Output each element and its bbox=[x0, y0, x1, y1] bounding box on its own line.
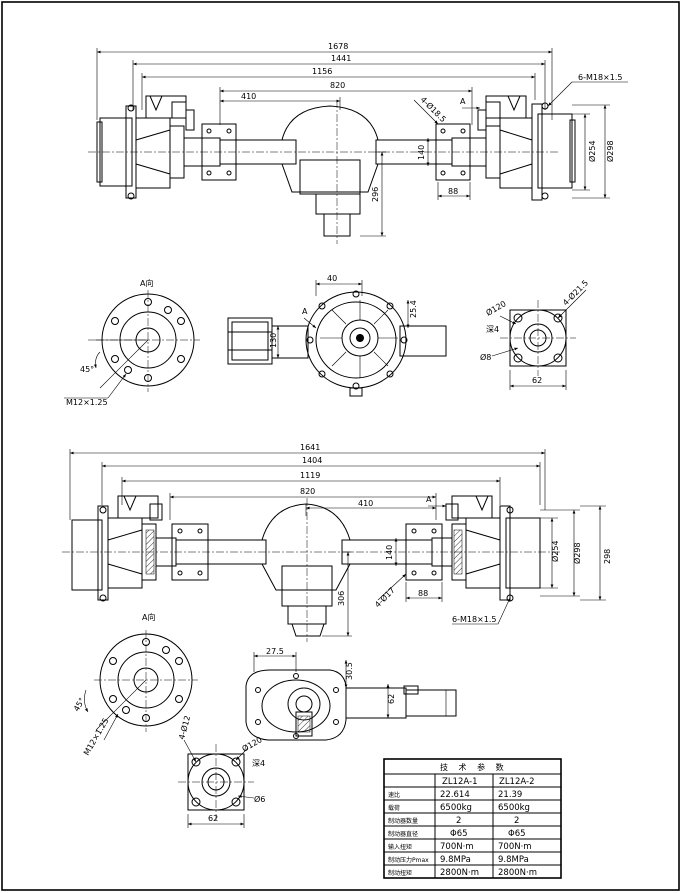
middle-view-arrow: A bbox=[302, 307, 308, 316]
dim-housing: 820 bbox=[330, 81, 345, 90]
dim-spring: 1156 bbox=[312, 67, 332, 76]
dim-flange-bolts: 6-M18×1.5 bbox=[578, 73, 622, 82]
spec-title: 技 术 参 数 bbox=[440, 762, 508, 772]
middle-small-label: 深4 bbox=[486, 325, 499, 334]
spec-table: 技 术 参 数 ZL12A-1 ZL12A-2 速比 22.614 21.39 … bbox=[383, 758, 562, 879]
dim-d254: Ø254 bbox=[587, 140, 597, 162]
dim-track: 1441 bbox=[331, 54, 351, 63]
dim-offset: 410 bbox=[241, 92, 256, 101]
middle-row-views: A向 45° M12×1.25 40 bbox=[64, 274, 590, 407]
spec-row-a: 2 bbox=[456, 816, 461, 826]
spec-row-b: 6500kg bbox=[498, 803, 530, 813]
spec-row-a: 2800N·m bbox=[440, 868, 479, 878]
middle-left-label: A向 bbox=[140, 278, 153, 288]
spec-row-label: 制动器数量 bbox=[388, 817, 418, 825]
spec-row-a: 700N·m bbox=[440, 842, 474, 852]
middle-angle: 45° bbox=[80, 365, 94, 374]
spec-row-b: Φ65 bbox=[508, 829, 526, 839]
spec-row-label: 载荷 bbox=[388, 804, 400, 812]
bottom-small-d: Ø120 bbox=[240, 734, 264, 753]
spec-row-b: 700N·m bbox=[498, 842, 532, 852]
bottom-small-top: 4-Ø12 bbox=[176, 714, 192, 740]
middle-small-d2: Ø8 bbox=[480, 352, 491, 362]
spec-row-a: 6500kg bbox=[440, 803, 472, 813]
middle-dim-side: 25.4 bbox=[409, 300, 418, 318]
spec-row-b: 2800N·m bbox=[498, 868, 537, 878]
low-dim-pad: 88 bbox=[418, 589, 428, 598]
spec-row-b: 2 bbox=[514, 816, 519, 826]
spec-row-label: 速比 bbox=[388, 791, 400, 799]
dim-height: 296 bbox=[371, 187, 380, 202]
low-view-arrow: A bbox=[426, 495, 432, 504]
low-dim-bolt-callout: 4-Ø17 bbox=[372, 585, 396, 609]
spec-row-b: 21.39 bbox=[498, 790, 522, 800]
spec-row-label: 制动器直径 bbox=[388, 830, 418, 838]
middle-dim-top: 40 bbox=[327, 274, 337, 283]
bottom-dim-b: 30.5 bbox=[345, 662, 354, 680]
low-dim-track: 1404 bbox=[302, 456, 322, 465]
bottom-left-label: A向 bbox=[142, 612, 155, 622]
bottom-small-label: 深4 bbox=[252, 759, 265, 768]
spec-row-a: 9.8MPa bbox=[440, 855, 471, 865]
middle-dim-shaft: 130 bbox=[269, 333, 278, 348]
dim-shaft: 140 bbox=[417, 145, 426, 160]
spec-row-b: 9.8MPa bbox=[498, 855, 529, 865]
low-dim-overall: 1641 bbox=[300, 443, 320, 452]
low-dim-side: 298 bbox=[603, 549, 612, 564]
low-dim-d298: Ø298 bbox=[572, 542, 582, 564]
middle-thread: M12×1.25 bbox=[66, 398, 108, 407]
low-dim-flange-bolts: 6-M18×1.5 bbox=[452, 615, 496, 624]
dim-pad: 88 bbox=[448, 187, 458, 196]
spec-row-a: 22.614 bbox=[440, 790, 470, 800]
spec-row-label: 制动压力Pmax bbox=[388, 856, 429, 864]
middle-small-d: Ø120 bbox=[484, 298, 508, 317]
spec-row-label: 输入扭矩 bbox=[388, 843, 412, 851]
spec-row-label: 制动扭矩 bbox=[388, 869, 412, 877]
lower-axle-view: 1641 1404 1119 820 410 A bbox=[62, 443, 612, 642]
top-axle-view: 1678 1441 1156 820 410 6-M18×1.5 Ø254 Ø2… bbox=[88, 42, 628, 244]
bottom-small-d2: Ø6 bbox=[254, 794, 265, 804]
bottom-small-width: 62 bbox=[208, 814, 218, 823]
bottom-thread: M12×1.25 bbox=[82, 716, 111, 757]
bottom-dim-a: 27.5 bbox=[266, 647, 284, 656]
view-arrow-a: A bbox=[460, 97, 466, 106]
middle-small-width: 62 bbox=[532, 376, 542, 385]
low-dim-offset: 410 bbox=[358, 499, 373, 508]
middle-small-top: 4-Ø21.5 bbox=[560, 278, 590, 308]
low-dim-housing: 820 bbox=[300, 487, 315, 496]
low-dim-d254: Ø254 bbox=[550, 540, 560, 562]
low-dim-spring: 1119 bbox=[300, 471, 320, 480]
low-dim-height: 306 bbox=[337, 591, 346, 606]
spec-row-a: Φ65 bbox=[450, 829, 468, 839]
bottom-dim-c: 62 bbox=[387, 694, 396, 704]
spec-model-a: ZL12A-1 bbox=[442, 777, 477, 787]
spec-model-b: ZL12A-2 bbox=[499, 777, 534, 787]
dim-d298: Ø298 bbox=[605, 140, 615, 162]
low-dim-shaft: 140 bbox=[385, 545, 394, 560]
dim-overall: 1678 bbox=[328, 42, 348, 51]
